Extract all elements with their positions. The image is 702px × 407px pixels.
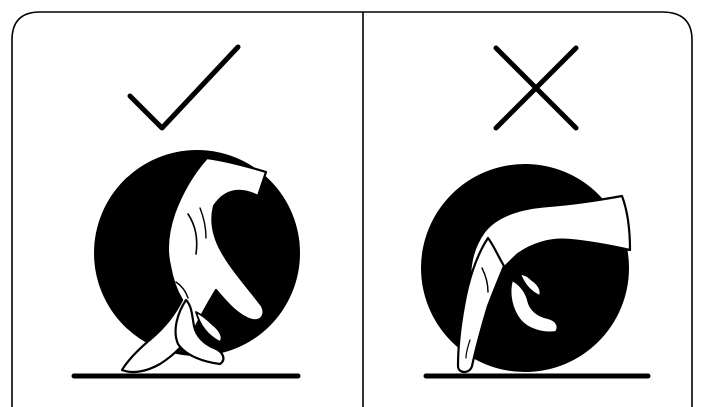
incorrect-panel [421, 48, 648, 376]
checkmark-icon [130, 47, 238, 128]
cross-icon [496, 48, 576, 128]
correct-panel [74, 47, 300, 376]
incorrect-disc [421, 164, 629, 372]
